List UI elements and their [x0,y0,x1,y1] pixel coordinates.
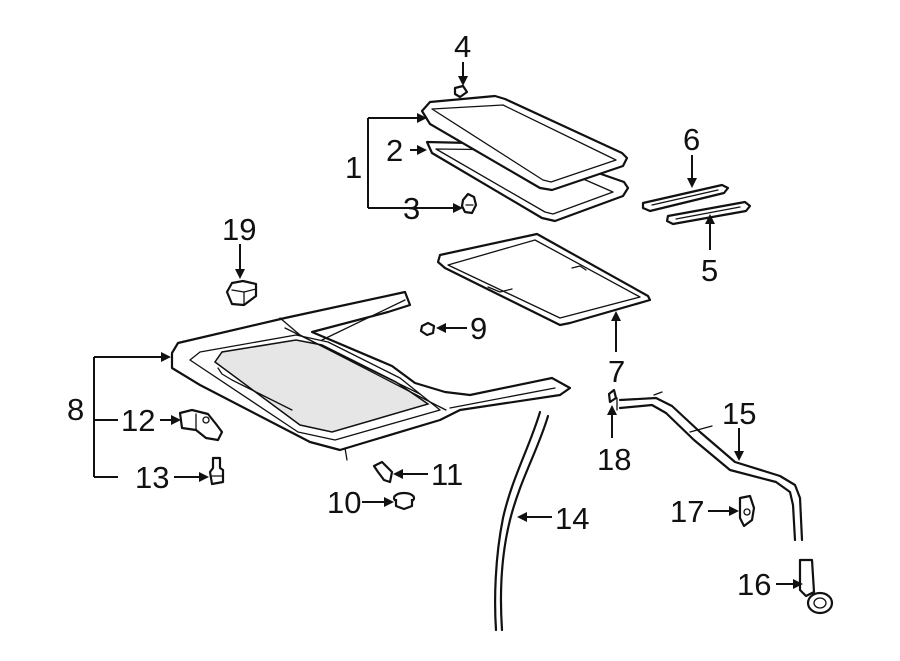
hose-clamp [607,388,618,404]
callout-2-leader [410,145,427,155]
callout-6: 6 [683,122,700,157]
callout-11-leader [393,469,428,479]
callout-2: 2 [386,133,403,168]
callout-7: 7 [608,354,625,389]
callout-13-leader [174,472,209,482]
drain-grommet [392,491,416,511]
weatherstrip-seal [494,410,550,632]
sunshade-panel [436,232,652,327]
wind-deflector-strip-upper [641,183,730,213]
callout-9-leader [436,323,467,333]
callout-9: 9 [470,311,487,346]
callout-14-leader [517,512,552,522]
glass-panel-assembly [420,94,630,223]
callout-19-leader [235,244,245,279]
callout-6-leader [687,155,697,188]
callout-17: 17 [670,494,704,529]
callout-19: 19 [222,212,256,247]
callout-12: 12 [121,403,155,438]
callout-16: 16 [737,567,771,602]
stop-bumper [225,279,258,307]
callout-10-leader [362,497,394,507]
callout-8: 8 [67,392,84,427]
callout-18-leader [607,405,617,438]
wind-deflector-strip-lower [665,200,752,226]
drive-motor-bracket [178,408,224,442]
callout-13: 13 [135,460,169,495]
housing-clip [372,460,394,484]
callout-18: 18 [597,442,631,477]
callout-16-leader [776,579,803,589]
callout-7-leader [611,311,621,352]
callout-3: 3 [403,191,420,226]
callout-14: 14 [555,501,589,536]
hose-retainer-clip [738,494,756,528]
sunroof-housing-frame [170,290,572,461]
callout-10: 10 [327,485,361,520]
callout-4-leader [458,62,468,86]
callout-17-leader [708,506,739,516]
callout-4: 4 [454,29,471,64]
glass-clip [460,192,478,215]
glass-screw [453,84,469,99]
drain-hose [616,391,804,542]
callout-15-leader [734,428,744,461]
callout-15: 15 [722,396,756,431]
callout-11: 11 [431,457,463,492]
callout-8-bracket [93,352,171,478]
cushion-pad [419,321,436,337]
callout-5-leader [705,214,715,250]
mounting-bolt [208,456,225,486]
callout-1: 1 [345,150,362,185]
callout-12-leader [160,415,181,425]
callout-1-bracket [367,113,463,213]
hose-end-fitting [798,558,834,615]
callout-5: 5 [701,253,718,288]
